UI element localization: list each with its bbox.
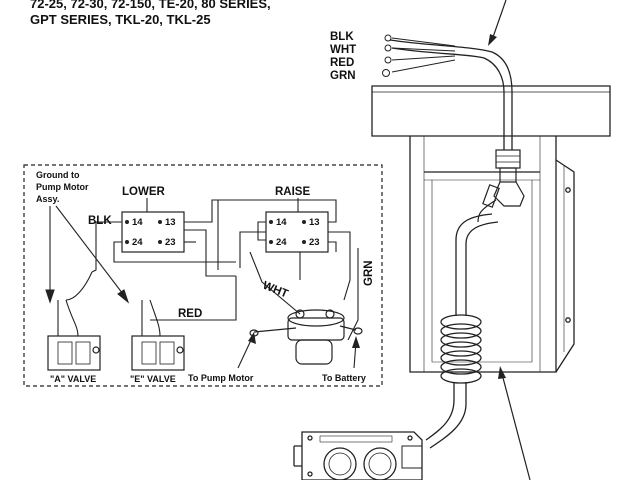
a-valve: [47, 335, 101, 371]
pendant-control: [293, 431, 423, 480]
raise-switch: RAISE 14 13 24 23: [265, 186, 329, 253]
battery-arrow: [352, 336, 360, 369]
lower-switch: LOWER 14 13 24 23: [121, 186, 185, 253]
cable-color-blk: BLK: [330, 31, 354, 43]
lower-terminal-13: 13: [165, 217, 176, 228]
cable-color-grn: GRN: [330, 70, 356, 82]
cable-connector: [477, 149, 525, 223]
ground-note-line-2: Pump Motor: [36, 182, 89, 192]
starter-solenoid: [249, 309, 363, 365]
control-housing: [371, 85, 611, 373]
lower-terminal-24: 24: [132, 237, 143, 248]
raise-terminal-24: 24: [276, 237, 287, 248]
raise-switch-title: RAISE: [275, 186, 310, 198]
housing-arrow: [498, 366, 531, 480]
model-list-line-2: GPT SERIES, TKL-20, TKL-25: [30, 12, 211, 27]
cable-color-labels: BLK WHT RED GRN: [330, 31, 356, 82]
wire-label-red: RED: [178, 308, 202, 320]
e-valve: [131, 335, 185, 371]
a-valve-label: "A" VALVE: [50, 374, 96, 384]
ground-note-line-3: Assy.: [36, 194, 59, 204]
pump-motor-arrow: [237, 332, 256, 369]
model-list-line-1: 72-25, 72-30, 72-150, TE-20, 80 SERIES,: [30, 0, 271, 11]
schematic-boundary: [23, 164, 383, 387]
power-cable: [382, 34, 513, 150]
lower-switch-title: LOWER: [122, 186, 165, 198]
cable-color-wht: WHT: [330, 44, 356, 56]
schematic-wires: [57, 199, 359, 341]
wire-label-blk: BLK: [88, 215, 112, 227]
lower-terminal-14: 14: [132, 217, 143, 228]
ground-note-line-1: Ground to: [36, 170, 80, 180]
raise-terminal-23: 23: [309, 237, 320, 248]
to-pump-motor-label: To Pump Motor: [188, 373, 254, 383]
wire-label-wht: WHT: [261, 280, 290, 301]
ground-arrows: [45, 205, 130, 304]
raise-terminal-13: 13: [309, 217, 320, 228]
wire-label-grn: GRN: [363, 260, 375, 286]
e-valve-label: "E" VALVE: [130, 374, 176, 384]
cable-arrow: [488, 0, 507, 46]
to-battery-label: To Battery: [322, 373, 366, 383]
coiled-cord: [425, 213, 499, 449]
cable-color-red: RED: [330, 57, 354, 69]
raise-terminal-14: 14: [276, 217, 287, 228]
lower-terminal-23: 23: [165, 237, 176, 248]
